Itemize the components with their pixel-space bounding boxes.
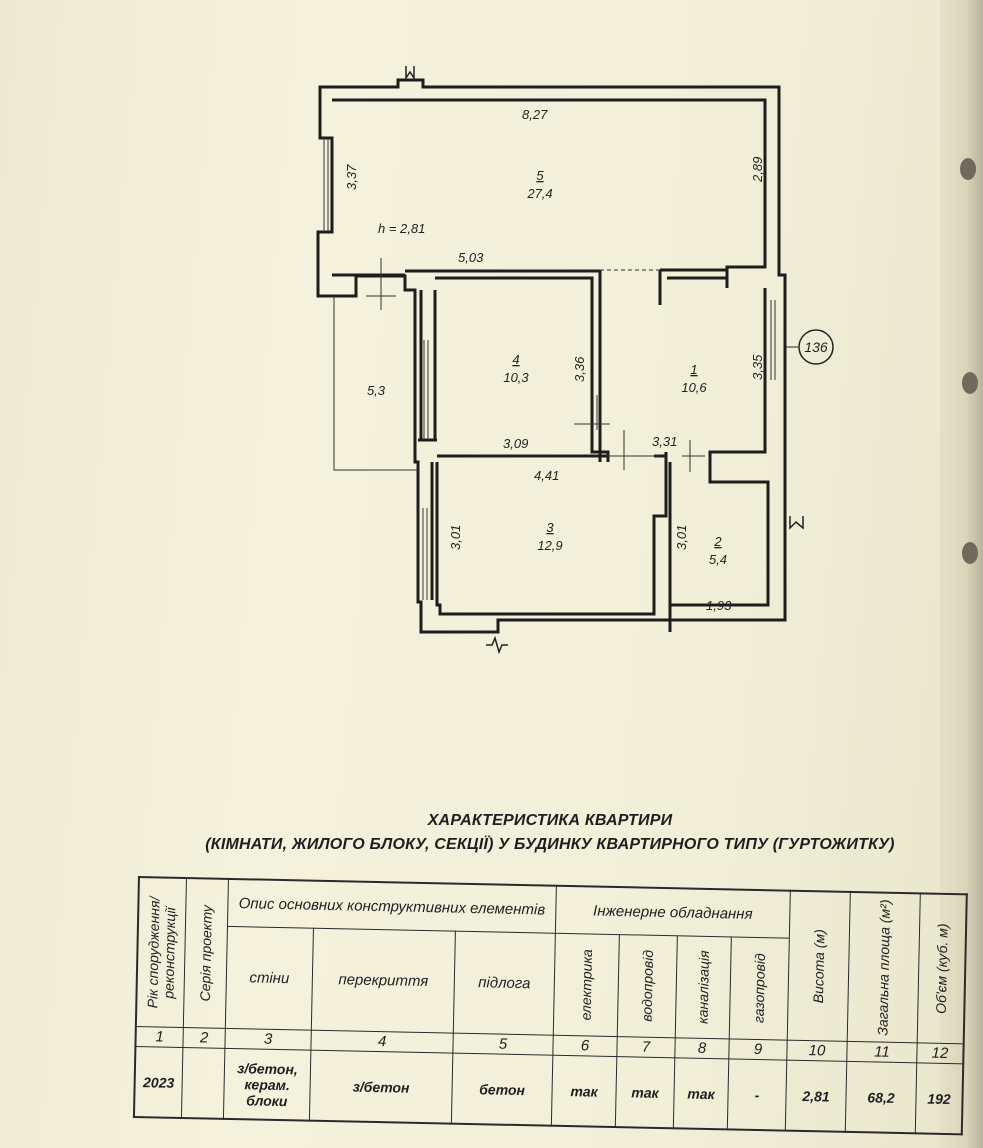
room-area: 10,3 (503, 370, 529, 385)
dimension-label: 1,93 (706, 598, 732, 613)
dimension-label: 8,27 (522, 107, 548, 122)
dimension-label: 2,89 (750, 157, 765, 183)
binder-hole (962, 372, 978, 394)
header-sewer: каналізація (694, 950, 713, 1025)
cell-electric: так (570, 1082, 598, 1100)
header-height: Висота (м) (809, 929, 828, 1004)
interior-wall (332, 98, 767, 288)
header-walls: стіни (249, 969, 290, 988)
balcony-area: 5,3 (367, 383, 386, 398)
exterior-wall (316, 78, 787, 634)
header-water: водопровід (638, 950, 657, 1023)
dimension-label: 5,03 (458, 250, 484, 265)
interior-wall (670, 288, 770, 607)
floor-plan: 136 5 27,4 4 10,3 1 10,6 3 12,9 2 5,4 5,… (316, 66, 834, 655)
room-number: 4 (512, 352, 519, 367)
characteristics-table: Рік спорудження/ реконструкції Серія про… (132, 876, 968, 1136)
cell-volume: 192 (927, 1090, 951, 1107)
dimension-label: 3,36 (572, 356, 587, 382)
col-number: 3 (263, 1030, 273, 1048)
header-engineering: Інженерне обладнання (592, 902, 753, 923)
header-ceiling: перекриття (338, 971, 429, 991)
room-number: 1 (690, 362, 697, 377)
room-area: 12,9 (537, 538, 562, 553)
cell-sewer: так (687, 1085, 715, 1102)
col-number: 7 (641, 1038, 651, 1056)
header-series: Серія проекту (196, 905, 215, 1002)
header-volume: Об'єм (куб. м) (932, 923, 951, 1015)
header-year: Рік спорудження/ реконструкції (144, 896, 179, 1009)
height-label: h = 2,81 (378, 221, 425, 236)
dimension-label: 3,37 (344, 164, 359, 190)
room-area: 10,6 (681, 380, 707, 395)
dimension-label: 3,01 (674, 525, 689, 550)
document-subtitle: (КІМНАТИ, ЖИЛОГО БЛОКУ, СЕКЦІЇ) У БУДИНК… (205, 836, 895, 853)
room-area: 27,4 (526, 186, 552, 201)
apartment-marker (798, 329, 834, 365)
cell-series (182, 1048, 224, 1118)
interior-wall (435, 452, 668, 616)
col-number: 6 (580, 1037, 590, 1055)
col-number: 12 (931, 1044, 949, 1063)
dimension-label: 3,35 (750, 354, 765, 380)
cell-water: так (631, 1083, 659, 1101)
room-number: 3 (546, 520, 554, 535)
cell-area: 68,2 (867, 1088, 895, 1106)
col-number: 11 (874, 1043, 890, 1061)
dimension-label: 4,41 (534, 468, 559, 483)
apartment-number: 136 (804, 339, 828, 355)
window-wall (419, 290, 437, 440)
room-number: 2 (713, 534, 722, 549)
col-number: 2 (199, 1029, 209, 1047)
room-number: 5 (536, 168, 544, 183)
col-number: 4 (377, 1033, 387, 1051)
col-number: 8 (697, 1039, 707, 1057)
header-area: Загальна площа (м²) (874, 899, 894, 1036)
cell-ceiling: з/бетон (352, 1078, 410, 1096)
interior-wall (332, 269, 602, 462)
col-number: 5 (498, 1035, 508, 1053)
cell-floor: бетон (479, 1080, 526, 1098)
dimension-label: 3,31 (652, 434, 677, 449)
dimension-label: 3,01 (448, 525, 463, 550)
cell-height: 2,81 (802, 1087, 830, 1105)
col-number: 10 (808, 1042, 826, 1060)
binder-hole (962, 542, 978, 564)
header-electric: електрика (577, 949, 596, 1021)
room-area: 5,4 (709, 552, 727, 567)
dimension-label: 3,09 (503, 436, 528, 451)
header-structure: Опис основних конструктивних елементів (238, 894, 546, 919)
binder-hole (960, 158, 976, 180)
cell-walls: з/бетон, керам. блоки (237, 1059, 298, 1109)
header-gas: газопровід (750, 953, 769, 1024)
cell-year: 2023 (142, 1073, 175, 1091)
cell-gas: - (754, 1086, 760, 1103)
interior-wall (658, 268, 727, 305)
page-edge (940, 0, 983, 1148)
header-floor: підлога (478, 974, 531, 993)
document-title: ХАРАКТЕРИСТИКА КВАРТИРИ (427, 812, 673, 829)
balcony-outline (333, 296, 418, 471)
col-number: 1 (155, 1028, 164, 1046)
col-number: 9 (753, 1040, 763, 1059)
